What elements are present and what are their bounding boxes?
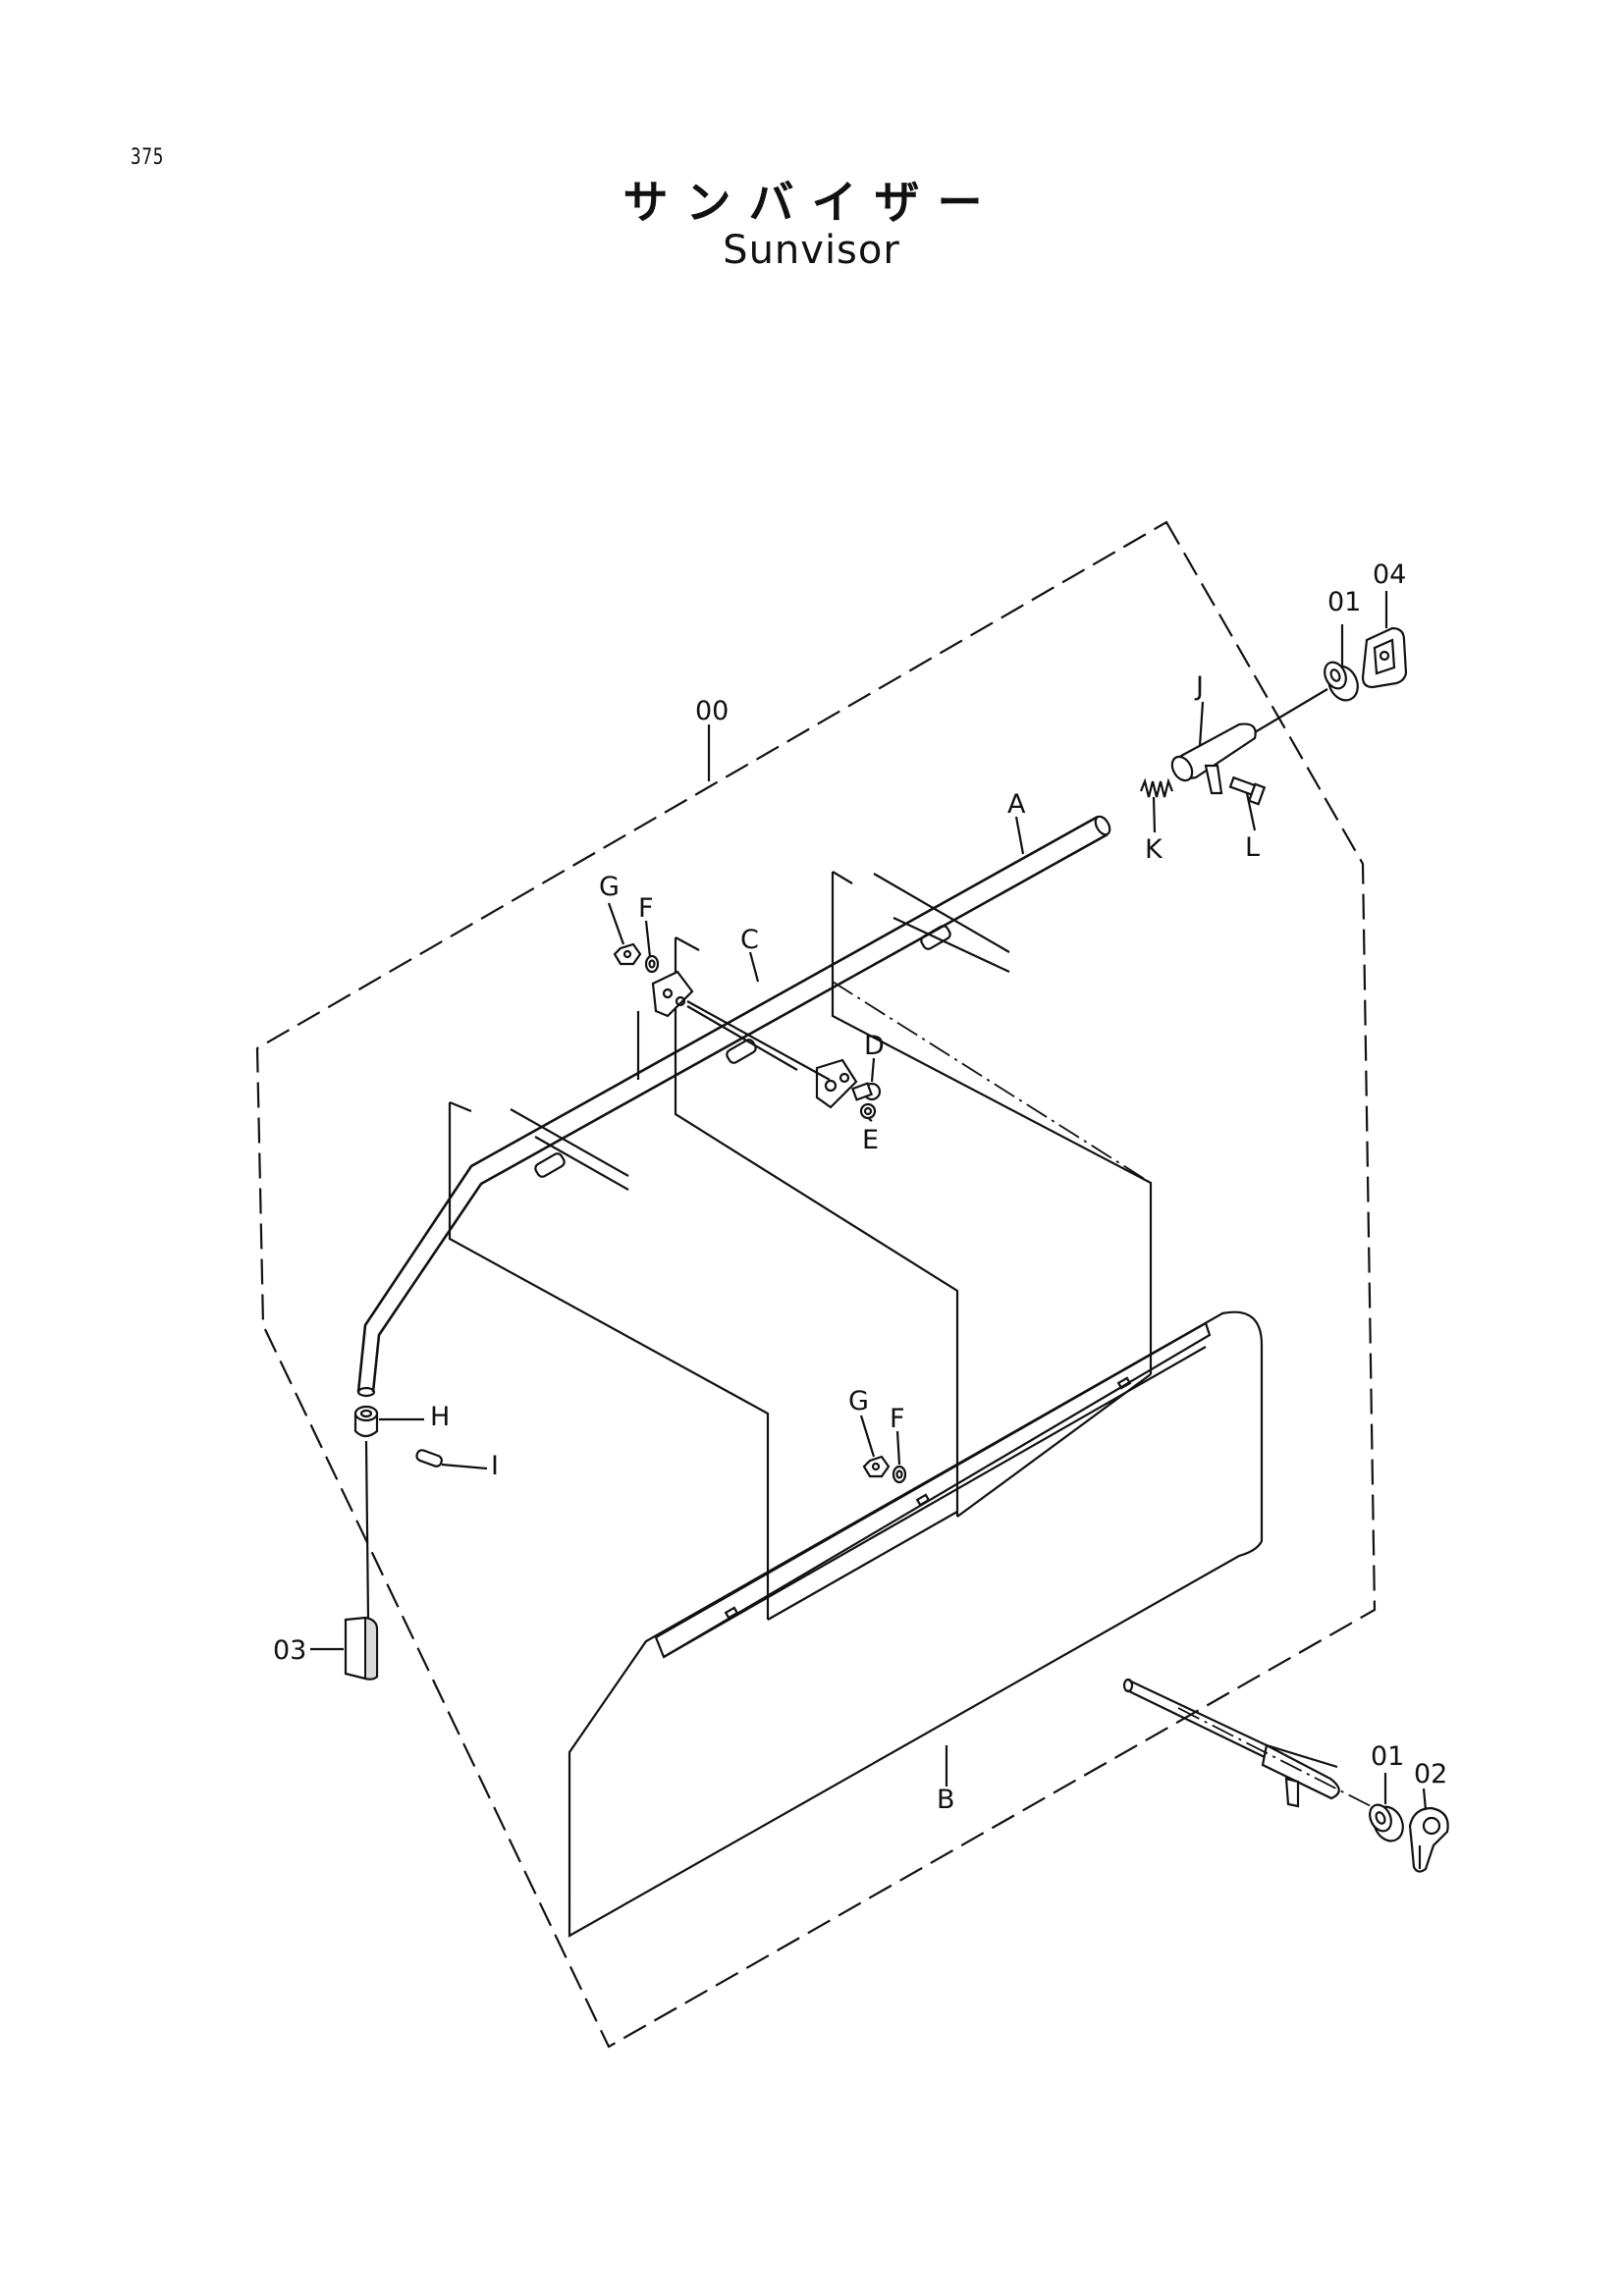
label-01-upper: 01: [1327, 587, 1361, 617]
label-b: B: [937, 1785, 955, 1815]
bracket-c: [651, 970, 858, 1109]
nut-g-upper: [613, 942, 642, 966]
assembly-boundary: [255, 520, 1377, 2049]
screw-d: [851, 1082, 882, 1101]
label-04: 04: [1373, 560, 1406, 590]
leader-lines: [310, 591, 1428, 1811]
label-j: J: [1194, 671, 1204, 702]
label-k: K: [1145, 834, 1163, 865]
collar-h: [353, 1405, 379, 1438]
axis-line-upper: [1254, 688, 1328, 733]
washer-f-lower: [892, 1465, 907, 1484]
label-g-lower: G: [848, 1386, 869, 1416]
nut-g-lower: [862, 1455, 891, 1478]
label-e: E: [862, 1125, 879, 1155]
label-a: A: [1007, 789, 1026, 820]
label-l: L: [1245, 832, 1260, 863]
label-00: 00: [695, 696, 729, 726]
lower-pin: [1122, 1678, 1376, 1809]
label-03: 03: [273, 1635, 306, 1666]
end-cap-03: [344, 1616, 379, 1681]
label-01-lower: 01: [1371, 1741, 1404, 1772]
grommet-01-upper: [1324, 661, 1359, 702]
pin-i: [415, 1449, 443, 1468]
washer-f-upper: [644, 954, 660, 974]
pin-l: [1228, 775, 1267, 806]
visor-plate-b: [568, 1310, 1264, 1938]
title-japanese: サンバイザー: [622, 176, 1001, 229]
label-f-upper: F: [638, 893, 654, 924]
catch-plate-04: [1361, 626, 1408, 689]
grommet-01-lower: [1369, 1803, 1404, 1842]
rod-a: [356, 815, 1111, 1398]
front-panel: [448, 1100, 770, 1620]
washer-e: [859, 1102, 877, 1120]
lock-plate-02: [1408, 1806, 1449, 1873]
label-02: 02: [1414, 1759, 1447, 1789]
label-i: I: [491, 1451, 499, 1481]
label-d: D: [864, 1031, 885, 1061]
title-english: Sunvisor: [723, 228, 900, 273]
callout-labels: 00 A C G F D E G F H I J K L 01 04 03 B …: [273, 560, 1447, 1815]
label-f-lower: F: [890, 1404, 905, 1434]
rear-panel: [831, 871, 1153, 1374]
axis-line-collar: [364, 1440, 370, 1621]
spring-k: [1139, 777, 1174, 798]
label-g-upper: G: [599, 872, 620, 902]
label-c: C: [740, 925, 759, 955]
handle-j: [1170, 722, 1257, 795]
page-number: 375: [131, 145, 165, 170]
middle-panel: [636, 936, 959, 1517]
label-h: H: [430, 1402, 450, 1432]
plate-slots: [510, 873, 1010, 1191]
